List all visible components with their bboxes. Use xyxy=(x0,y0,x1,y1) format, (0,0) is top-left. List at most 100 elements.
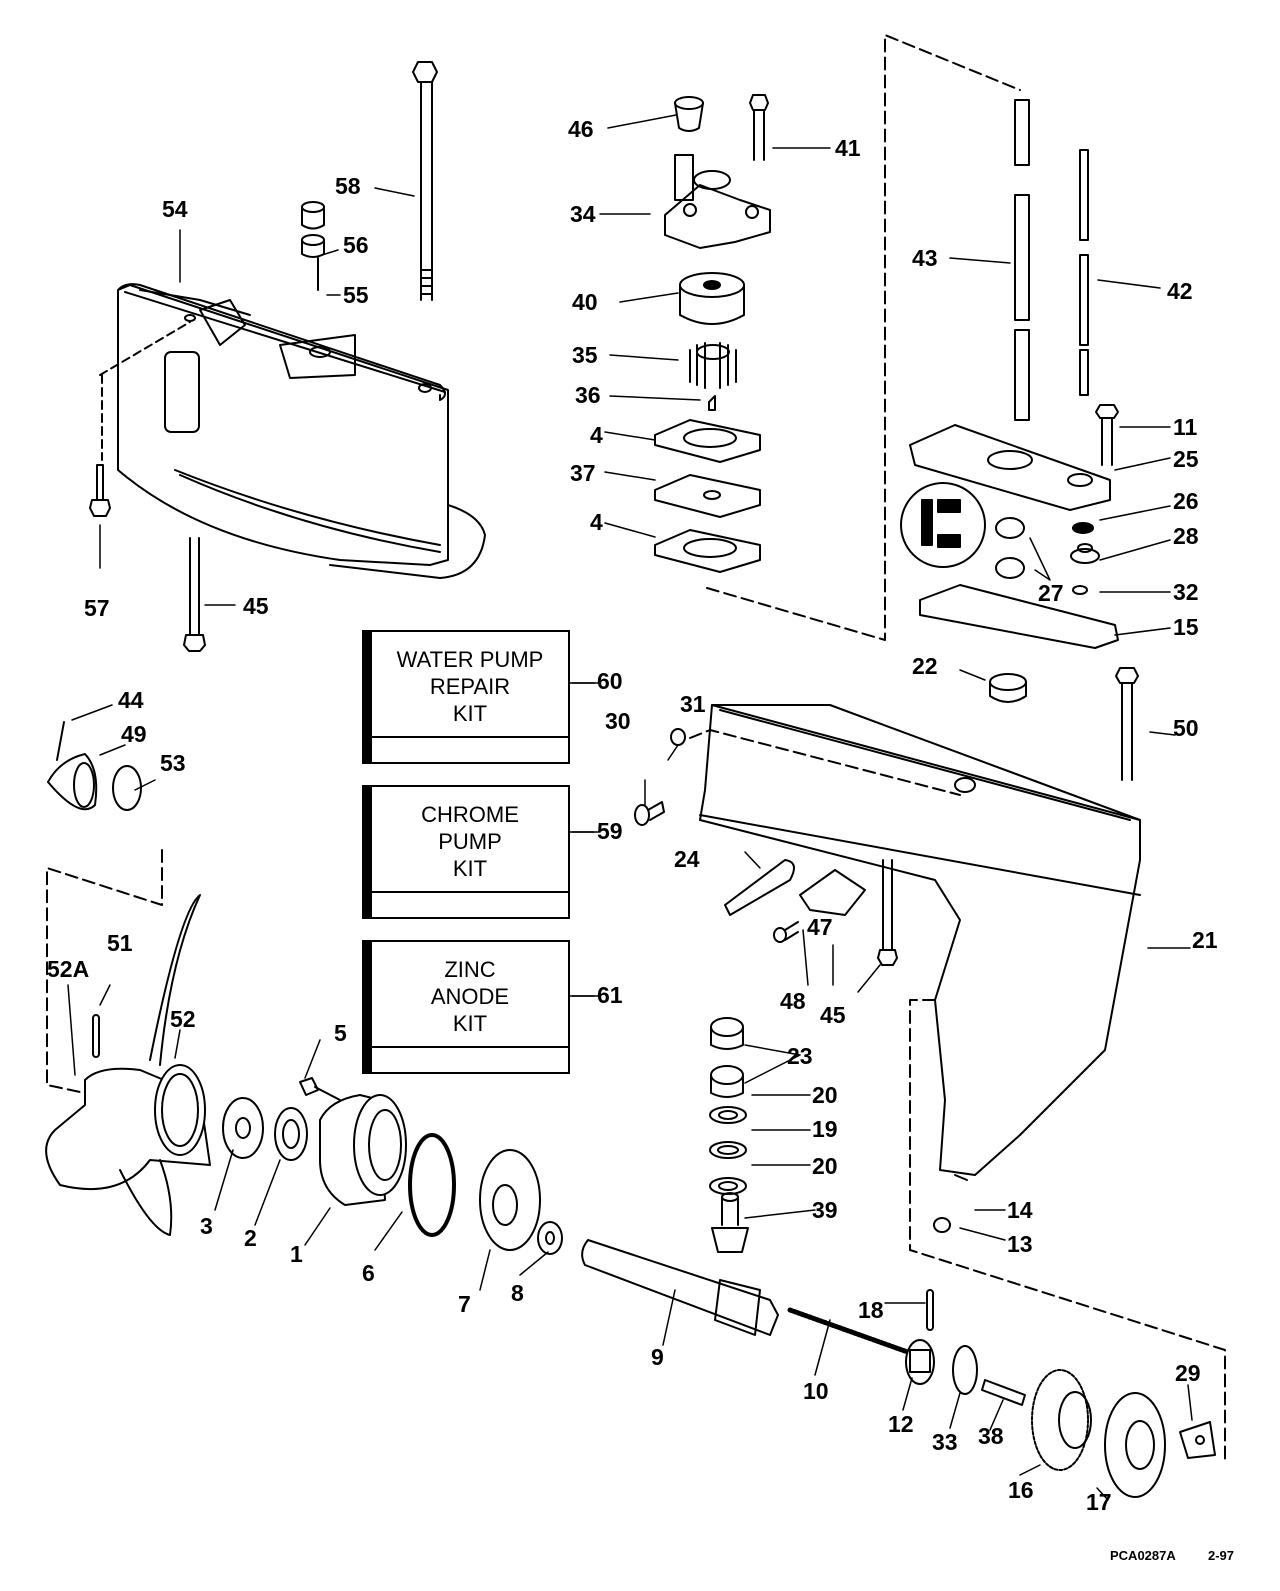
callout-8: 8 xyxy=(511,1280,524,1306)
gasket-4a-shape xyxy=(654,419,761,463)
callout-6: 6 xyxy=(362,1260,375,1286)
callout-44: 44 xyxy=(118,687,144,713)
seal-detail-27-shape xyxy=(900,482,1025,579)
callout-46: 46 xyxy=(568,116,594,142)
callout-34: 34 xyxy=(570,201,596,227)
callout-42: 42 xyxy=(1167,278,1193,304)
kit-line: PUMP xyxy=(438,829,502,854)
callout-39: 39 xyxy=(812,1197,838,1223)
stud-45-top-shape xyxy=(183,537,206,652)
kit-line: KIT xyxy=(452,701,488,726)
bushing-28-shape xyxy=(1070,543,1100,564)
kit-box-base xyxy=(362,891,570,919)
kit-water-pump-repair: WATER PUMP REPAIR KIT xyxy=(362,630,570,764)
callout-45a: 45 xyxy=(243,593,269,619)
kit-line: WATER PUMP xyxy=(396,647,544,672)
callout-14: 14 xyxy=(1007,1197,1033,1223)
bearing-housing-1-shape xyxy=(319,1094,407,1206)
callout-13: 13 xyxy=(1007,1231,1033,1257)
seal-2-shape xyxy=(274,1107,308,1161)
callout-30: 30 xyxy=(605,708,631,734)
callout-52: 52 xyxy=(170,1006,196,1032)
o-ring-6-shape xyxy=(408,1133,456,1237)
anode-47-shape xyxy=(799,869,866,916)
pump-dash-line xyxy=(706,34,1021,641)
shift-rod-42-shape xyxy=(1079,149,1089,396)
callout-32: 32 xyxy=(1173,579,1199,605)
callout-17: 17 xyxy=(1086,1489,1112,1515)
impeller-35-shape xyxy=(689,342,737,389)
callout-61: 61 xyxy=(597,982,623,1008)
callout-1: 1 xyxy=(290,1241,303,1267)
clutch-dog-12-shape xyxy=(905,1339,935,1385)
bolt-58-shape xyxy=(412,61,438,301)
callout-36: 36 xyxy=(575,382,601,408)
callout-22: 22 xyxy=(912,653,938,679)
callout-5: 5 xyxy=(334,1020,347,1046)
plate-37-shape xyxy=(654,474,761,518)
callout-3: 3 xyxy=(200,1213,213,1239)
callout-37: 37 xyxy=(570,460,596,486)
gearcase-dash-line xyxy=(909,999,1226,1461)
screen-24-shape xyxy=(724,859,795,916)
kit-chrome-pump-text: CHROME PUMP KIT xyxy=(372,801,568,882)
stud-45-lower-shape xyxy=(877,859,898,966)
callout-38: 38 xyxy=(978,1423,1004,1449)
callout-23: 23 xyxy=(787,1043,813,1069)
callout-25: 25 xyxy=(1173,446,1199,472)
forward-gear-7-shape xyxy=(479,1149,541,1251)
kit-line: ZINC xyxy=(444,957,496,982)
clip-32-shape xyxy=(1072,585,1088,595)
cup-40-shape xyxy=(679,272,745,325)
callout-43: 43 xyxy=(912,245,938,271)
callout-19: 19 xyxy=(812,1116,838,1142)
kit-chrome-pump: CHROME PUMP KIT xyxy=(362,785,570,919)
housing-54-shape xyxy=(117,283,486,579)
washer-8-shape xyxy=(537,1221,563,1255)
callout-15: 15 xyxy=(1173,614,1199,640)
bearing-17-shape xyxy=(1104,1392,1166,1498)
kit-water-pump-repair-text: WATER PUMP REPAIR KIT xyxy=(372,646,568,727)
callout-2: 2 xyxy=(244,1225,257,1251)
callout-4a: 4 xyxy=(590,422,603,448)
bearings-23-shape xyxy=(710,1017,744,1098)
bolt-50-shape xyxy=(1115,667,1139,781)
callout-20b: 20 xyxy=(812,1153,838,1179)
driveshaft-43-shape xyxy=(1014,99,1030,421)
screw-5-shape xyxy=(299,1077,341,1101)
callout-48: 48 xyxy=(780,988,806,1014)
callout-4b: 4 xyxy=(590,509,603,535)
kit-line: KIT xyxy=(452,1011,488,1036)
callout-52a: 52A xyxy=(47,956,90,982)
callout-33: 33 xyxy=(932,1429,958,1455)
callout-57: 57 xyxy=(84,595,110,621)
pin-18-shape xyxy=(926,1289,934,1331)
callout-50: 50 xyxy=(1173,715,1199,741)
washer-20b-shape xyxy=(709,1177,747,1195)
callout-51: 51 xyxy=(107,930,133,956)
callout-58: 58 xyxy=(335,173,361,199)
propeller-52-shape xyxy=(45,894,211,1236)
key-36-shape xyxy=(708,395,716,411)
callout-49: 49 xyxy=(121,721,147,747)
callout-28: 28 xyxy=(1173,523,1199,549)
screw-41-shape xyxy=(749,94,769,161)
screw-30-dash xyxy=(689,729,961,796)
callout-53: 53 xyxy=(160,750,186,776)
retainer-33-shape xyxy=(952,1345,978,1395)
plug-13-14-shape xyxy=(933,1174,968,1233)
kit-box-base xyxy=(362,736,570,764)
bearing-22-shape xyxy=(989,673,1027,703)
screw-30-shape xyxy=(634,801,665,826)
prop-nut-49-shape xyxy=(47,753,98,811)
callout-7: 7 xyxy=(458,1291,471,1317)
callout-55: 55 xyxy=(343,282,369,308)
reverse-gear-16-shape xyxy=(1031,1369,1092,1471)
callout-27: 27 xyxy=(1038,580,1064,606)
kit-box-base xyxy=(362,1046,570,1074)
screw-57-shape xyxy=(89,321,191,517)
callout-59: 59 xyxy=(597,818,623,844)
pinion-39-shape xyxy=(711,1192,749,1253)
callout-47: 47 xyxy=(807,914,833,940)
